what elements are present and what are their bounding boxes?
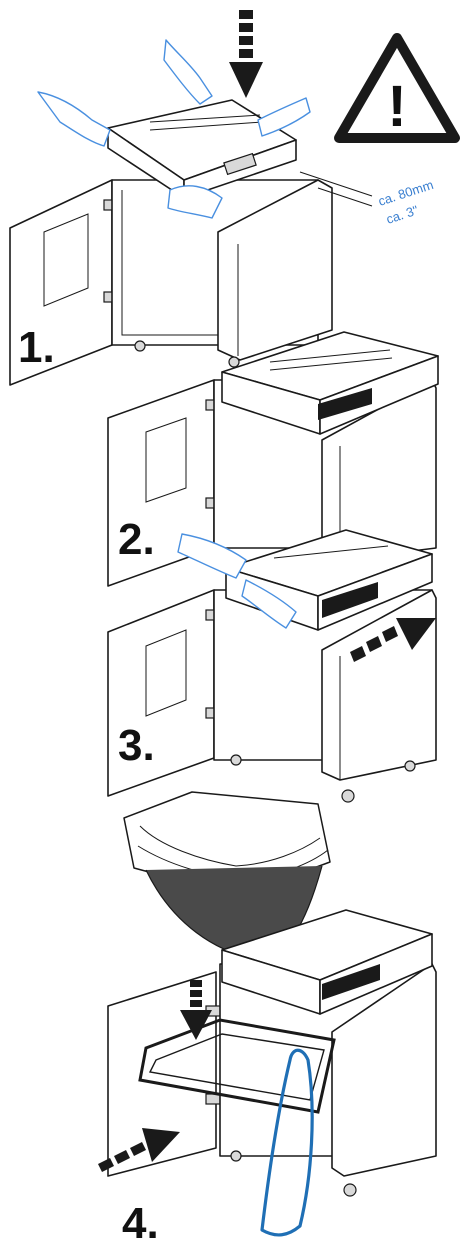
hand-icon bbox=[163, 39, 213, 105]
step-1-illustration: ca. 80mm ca. 3" 1. bbox=[9, 39, 435, 386]
warning-triangle-icon: ! bbox=[334, 33, 460, 143]
arrow-push-icon bbox=[350, 618, 436, 662]
hand-icon bbox=[167, 185, 223, 219]
step-2-illustration: 2. bbox=[107, 331, 439, 587]
step-4-illustration: 4. bbox=[98, 791, 437, 1248]
step-number: 1. bbox=[18, 323, 55, 372]
arrow-down-icon bbox=[229, 10, 263, 98]
warning-exclamation: ! bbox=[387, 74, 406, 139]
step-number: 4. bbox=[122, 1199, 159, 1248]
cabinet-side bbox=[217, 179, 333, 361]
hand-icon bbox=[257, 97, 311, 137]
hand-icon bbox=[241, 579, 297, 629]
arrow-right-icon bbox=[98, 1128, 180, 1172]
step-3-illustration: 3. bbox=[107, 529, 437, 803]
door-window bbox=[43, 213, 89, 307]
hand-icon bbox=[177, 533, 247, 579]
strap-loop bbox=[260, 1048, 314, 1237]
bag-frame bbox=[138, 1018, 336, 1114]
hand-icon bbox=[37, 91, 111, 147]
door-window bbox=[145, 629, 187, 717]
door-window bbox=[145, 417, 187, 503]
step-number: 3. bbox=[118, 721, 155, 770]
arrow-down-icon bbox=[180, 980, 212, 1040]
step-number: 2. bbox=[118, 515, 155, 564]
clearance-imperial: ca. 3" bbox=[384, 202, 420, 227]
clearance-metric: ca. 80mm bbox=[376, 177, 435, 209]
